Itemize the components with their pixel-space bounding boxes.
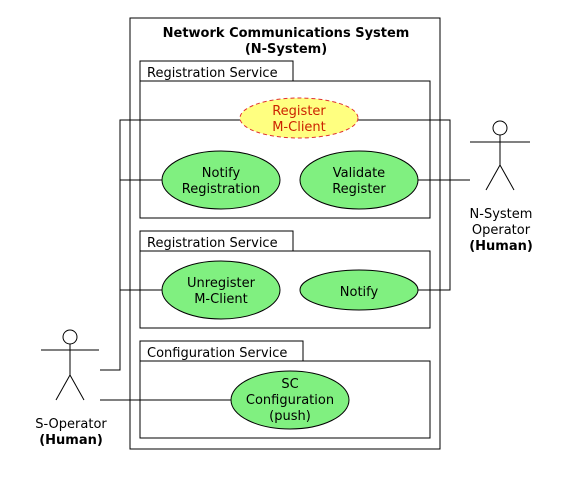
actor-label: (Human) bbox=[469, 239, 533, 254]
system-boundary bbox=[129, 17, 441, 450]
association-nsystem-register bbox=[358, 119, 451, 291]
actor-s-operator[interactable] bbox=[41, 329, 99, 401]
package-label: Registration Service bbox=[147, 66, 278, 81]
actor-left-leg bbox=[55, 374, 71, 401]
use-case-label: Register bbox=[332, 182, 386, 197]
use-case-ellipse bbox=[299, 150, 419, 210]
use-case-ellipse bbox=[230, 370, 350, 430]
actor-right-leg bbox=[69, 374, 85, 401]
system-subtitle: (N-System) bbox=[245, 42, 327, 57]
package-label: Configuration Service bbox=[147, 346, 287, 361]
association-lines bbox=[100, 119, 470, 401]
actor-n-system-operator[interactable] bbox=[470, 120, 530, 191]
actor-label: (Human) bbox=[39, 433, 103, 448]
use-case-label: M-Client bbox=[272, 120, 326, 135]
actor-label: S-Operator bbox=[35, 417, 107, 432]
use-case-label: M-Client bbox=[194, 292, 248, 307]
use-case-label: Configuration bbox=[246, 393, 334, 408]
actor-head bbox=[492, 120, 508, 136]
system-title: Network Communications System bbox=[163, 26, 410, 41]
use-case-unregister-mclient[interactable]: Unregister M-Client bbox=[161, 260, 281, 320]
use-case-ellipse bbox=[161, 260, 281, 320]
use-case-label: Registration bbox=[182, 182, 260, 197]
use-case-label: SC bbox=[281, 377, 298, 392]
use-case-label: Unregister bbox=[187, 276, 256, 291]
actor-label: N-System bbox=[470, 207, 533, 222]
actor-right-leg bbox=[499, 164, 515, 191]
use-case-label: Notify bbox=[340, 285, 379, 300]
use-case-register-mclient[interactable]: Register M-Client bbox=[239, 97, 359, 139]
use-case-label: Validate bbox=[333, 166, 385, 181]
use-case-ellipse bbox=[299, 269, 419, 311]
package-label: Registration Service bbox=[147, 236, 278, 251]
actor-label: Operator bbox=[472, 223, 531, 238]
use-case-label: Register bbox=[272, 104, 326, 119]
use-case-label: (push) bbox=[269, 409, 311, 424]
use-case-notify[interactable]: Notify bbox=[299, 269, 419, 311]
use-case-ellipse bbox=[161, 150, 281, 210]
use-case-label: Notify bbox=[202, 166, 241, 181]
use-case-validate-register[interactable]: Validate Register bbox=[299, 150, 419, 210]
actor-left-leg bbox=[485, 164, 501, 191]
use-case-sc-configuration[interactable]: SC Configuration (push) bbox=[230, 370, 350, 430]
association-soperator-register bbox=[100, 119, 240, 371]
use-case-ellipse bbox=[239, 97, 359, 139]
use-case-notify-registration[interactable]: Notify Registration bbox=[161, 150, 281, 210]
actor-head bbox=[62, 329, 78, 345]
